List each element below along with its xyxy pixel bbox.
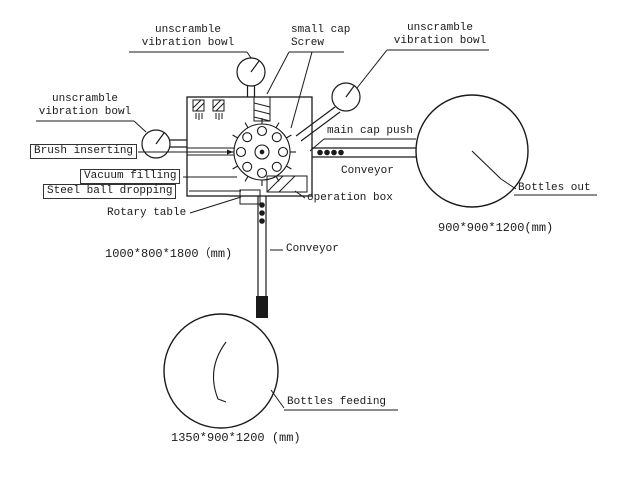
- label-conveyor-bottom: Conveyor: [286, 243, 339, 255]
- label-unscramble-bowl-left: unscramble vibration bowl: [32, 93, 138, 119]
- label-operation-box: operation box: [307, 192, 393, 204]
- label-bottles-feeding: Bottles feeding: [287, 396, 387, 408]
- label-line: Screw: [291, 37, 325, 49]
- machine-body: [186, 96, 313, 197]
- bottles-feeding-turntable: [163, 313, 279, 429]
- label-unscramble-bowl-top-right: unscramble vibration bowl: [385, 22, 495, 48]
- label-main-cap-push: main cap push: [327, 125, 413, 137]
- label-line: small cap: [291, 24, 351, 36]
- label-dim-right-turntable: 900*900*1200(mm): [438, 221, 554, 235]
- bottles-out-turntable: [415, 94, 529, 208]
- rotary-table-base: [239, 189, 261, 205]
- label-brush-inserting: Brush inserting: [30, 144, 138, 159]
- vibration-bowl-top-right: [295, 82, 361, 142]
- label-steel-ball-dropping: Steel ball dropping: [43, 184, 177, 199]
- label-small-cap-screw: small cap Screw: [291, 24, 350, 50]
- label-rotary-table: Rotary table: [107, 207, 187, 219]
- label-dim-bottom-turntable: 1350*900*1200 (mm): [171, 431, 301, 445]
- label-line: unscramble: [406, 22, 473, 34]
- vibration-bowl-left: [141, 129, 187, 159]
- label-line: vibration bowl: [38, 106, 132, 118]
- label-unscramble-bowl-top-left: unscramble vibration bowl: [129, 24, 247, 50]
- label-line: unscramble: [154, 24, 221, 36]
- label-vacuum-filling: Vacuum filling: [80, 169, 181, 184]
- label-dim-machine: 1000*800*1800（mm): [105, 247, 233, 261]
- label-line: vibration bowl: [393, 35, 487, 47]
- head-units: [192, 99, 225, 120]
- screw-feeder: [253, 96, 271, 122]
- label-line: unscramble: [51, 93, 118, 105]
- conveyor-down-lines: [256, 196, 268, 318]
- label-conveyor-right: Conveyor: [341, 165, 394, 177]
- machine-outline: [186, 96, 313, 197]
- conveyor-right-lines: [312, 147, 416, 158]
- operation-box: [266, 175, 308, 193]
- label-bottles-out: Bottles out: [518, 182, 591, 194]
- leader-lines: [36, 49, 597, 411]
- label-line: vibration bowl: [141, 37, 235, 49]
- vibration-bowl-top-left: [236, 57, 266, 97]
